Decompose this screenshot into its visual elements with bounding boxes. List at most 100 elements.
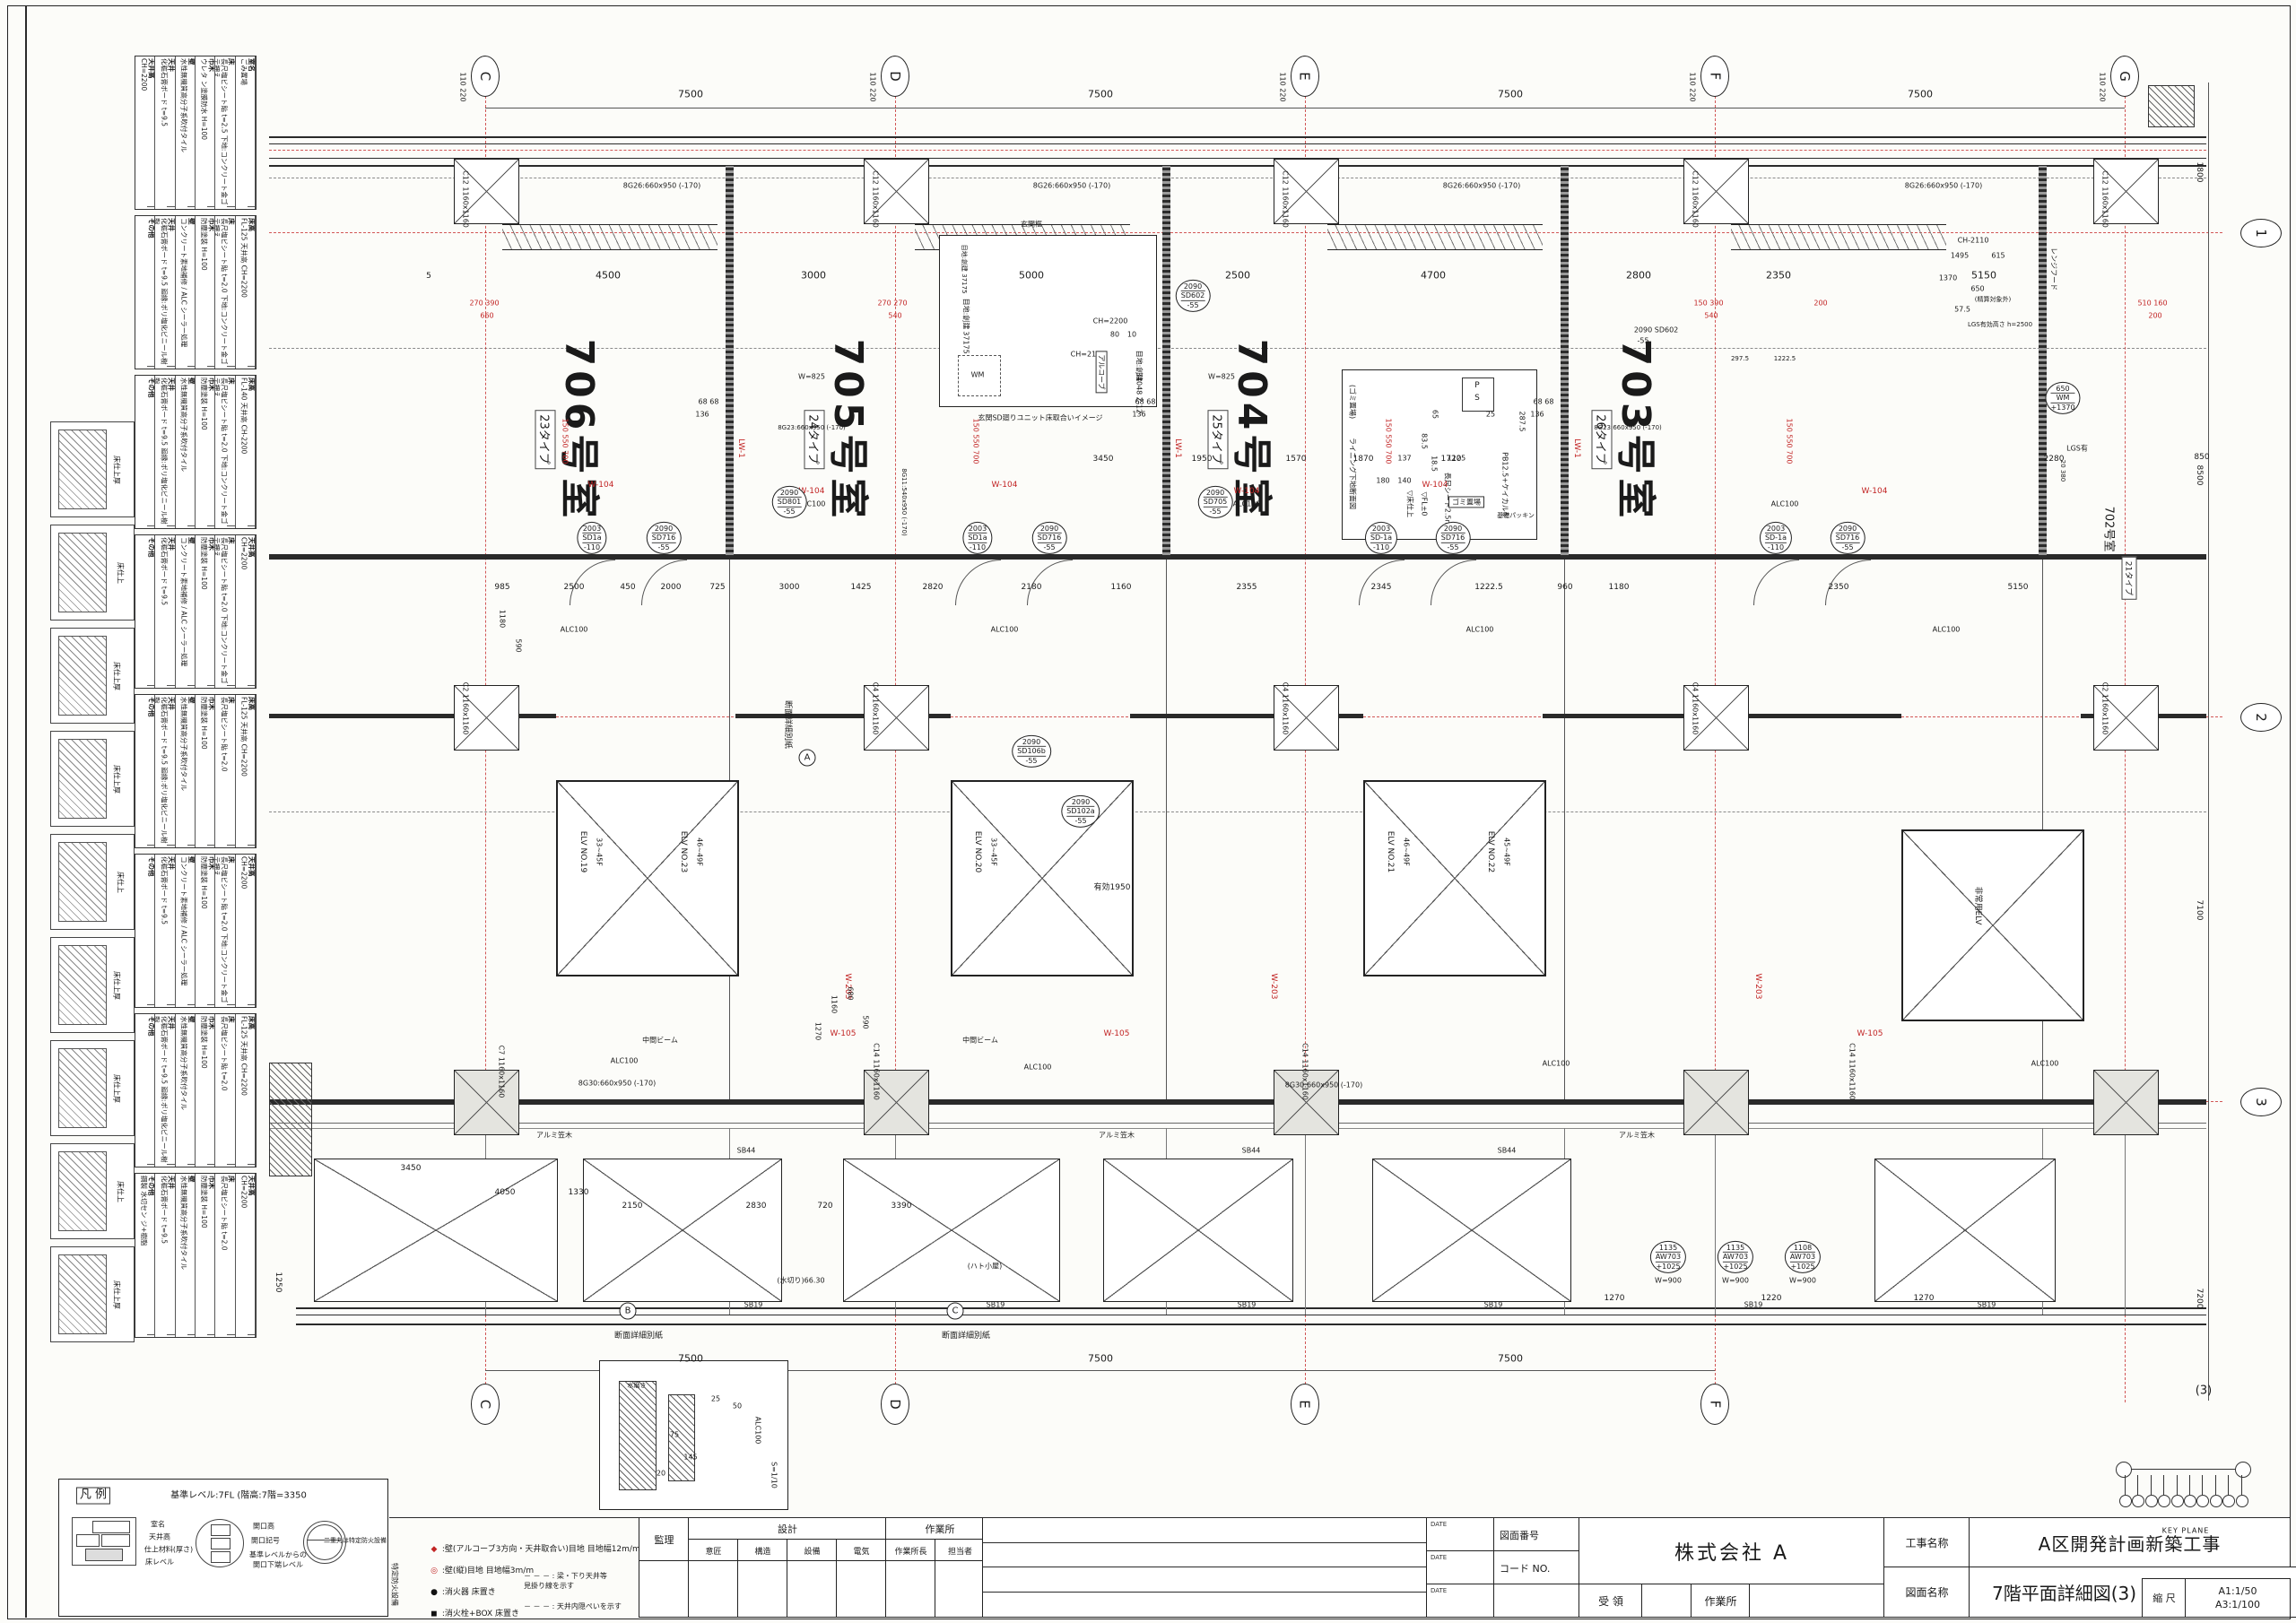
annotation-text: 1220 [1761,1293,1782,1303]
annotation-text: 5150 [1971,269,1996,282]
annotation-text: 2345 [1370,582,1392,592]
finish-section-sketch: 床仕上厚 [50,421,135,517]
annotation-text: (精算対象外) [1974,295,2012,303]
annotation-text: ALC100 [1023,1063,1052,1072]
stamp-box [737,1560,788,1618]
annotation-text: 68 68 [1533,397,1554,406]
annotation-text: (水切り)66.30 [777,1276,825,1285]
annotation-text: 8G30:660x950 (-170) [578,1079,657,1088]
annotation-text: 150 390 [1693,299,1724,308]
legend-label: 基準レベルからの [249,1550,307,1559]
annotation-text: (3) [2195,1384,2213,1398]
column-row2 [1683,685,1749,751]
hatched-corner-block [2148,85,2195,127]
key-plane-circle [2116,1462,2132,1478]
annotation-text: 3000 [778,582,800,592]
schedule-cell: その他 [135,216,156,369]
annotation-text: 2000 [660,582,682,592]
legend-label: 天井高 [149,1532,170,1541]
annotation-text: C14 1160x1160 [872,1043,881,1100]
annotation-text: 1720 [1440,454,1462,464]
schedule-cell: 巾木ウレタ ン塗膜防水 H=100 [196,56,216,209]
annotation-text: W-104 [1861,486,1888,496]
key-plane-circle [2196,1495,2210,1507]
unit-separation-line [1166,558,1167,1099]
annotation-text: 3000 [801,269,826,282]
balcony-divider [2125,1128,2126,1315]
schedule-cell: 巾木防塵塗装 H=100 [196,216,216,369]
sheet-inner-border [25,5,27,1618]
annotation-text: ALC100 [1542,1059,1570,1068]
legend-base-level: 基準レベル:7FL (階高:7階=3350 [170,1490,307,1501]
annotation-text: 615 [1991,251,2005,260]
annotation-text: S=1/10 [770,1462,778,1488]
sketch-caption: 床仕上厚 [112,455,121,484]
annotation-text: 680 [846,986,855,1001]
annotation-text: (ゴミ置場) [1348,384,1357,420]
annotation-text: 110 220 [458,72,467,102]
interior-wall [1130,714,1363,718]
annotation-text: 137 [1397,454,1412,463]
annotation-text: 7200 [2195,1288,2205,1309]
annotation-text: ALC100 [1232,499,1261,508]
annotation-text: 8G30:660x950 (-170) [1284,1081,1363,1089]
key-plane-caption: KEY PLANE [2161,1526,2210,1535]
annotation-text: 2350 [1828,582,1849,592]
annotation-text: 68 68 [698,397,719,406]
exterior-wall [269,1099,2206,1105]
annotation-text: C12 1160x1160 [871,170,880,228]
annotation-text: 1800 [2195,161,2205,183]
annotation-text: W-104 [587,480,614,490]
annotation-text: 850 [2194,452,2210,462]
schedule-cell: 巾木防塵塗装 H=100 [196,376,216,528]
stamp-group-監理: 監理 [639,1517,690,1562]
annotation-text: W-105 [830,1028,857,1038]
inset-hatch [619,1381,657,1490]
annotation-text: SB19 [744,1300,763,1309]
elevator-shaft [951,780,1134,976]
annotation-text: 65 [1431,409,1439,420]
legend-label: 室名 [151,1520,165,1529]
party-wall [2039,166,2047,558]
annotation-text: 1870 [1352,454,1374,464]
annotation-text: 1250 [274,1271,283,1293]
alcove-wall [1731,224,1946,250]
corridor-line [269,143,2206,144]
column-row1 [2093,159,2159,224]
key-plane-circle [2222,1495,2236,1507]
annotation-text: 150 550 700 [1785,418,1794,464]
column-row2 [864,685,929,751]
schedule-cell: その他 [135,376,156,528]
annotation-text: 4050 [494,1187,516,1197]
legend-fire-diagram [303,1521,346,1564]
sketch-caption: 床仕上厚 [112,1073,121,1103]
schedule-cell: 壁水性無機質高分子系吹付タイル [176,1014,196,1167]
balcony-divider [1715,1128,1716,1315]
annotation-text: 25 [710,1394,721,1403]
annotation-text: 1270 [1913,1293,1935,1303]
annotation-text: 45~49F [1502,838,1511,866]
annotation-text: 510 160 [2137,299,2168,308]
annotation-text: 2350 [1766,269,1791,282]
sketch-caption: 床仕上厚 [112,970,121,1000]
annotation-text: 4700 [1421,269,1446,282]
annotation-text: W=825 [1208,372,1235,381]
ps-box [1462,378,1494,412]
schedule-cell: 天井化粧石膏ボード t=9.5 廻縁:ポリ塩化ビニール樹脂 [155,216,176,369]
room-type-label: 23タイプ [535,410,556,469]
finish-section-sketch: 床仕上 [50,525,135,621]
fire-legend-item: ● :消火器 床置き [430,1588,496,1597]
column-row1 [864,159,929,224]
schedule-cell: 天井化粧石膏ボード t=9.5 廻縁:ポリ塩化ビニール樹脂 [155,1014,176,1167]
stamp-box [836,1560,887,1618]
stamp-col-意匠: 意匠 [688,1539,739,1562]
schedule-cell: 巾木防塵塗装 H=100 [196,695,216,847]
schedule-cell: 床長尺塩ビシート貼 t=2.0 下地:コンクリート金ゴテ押え [215,376,236,528]
annotation-text: CH=2200 [1092,317,1128,325]
room-type-label: 21タイプ [2121,556,2137,601]
